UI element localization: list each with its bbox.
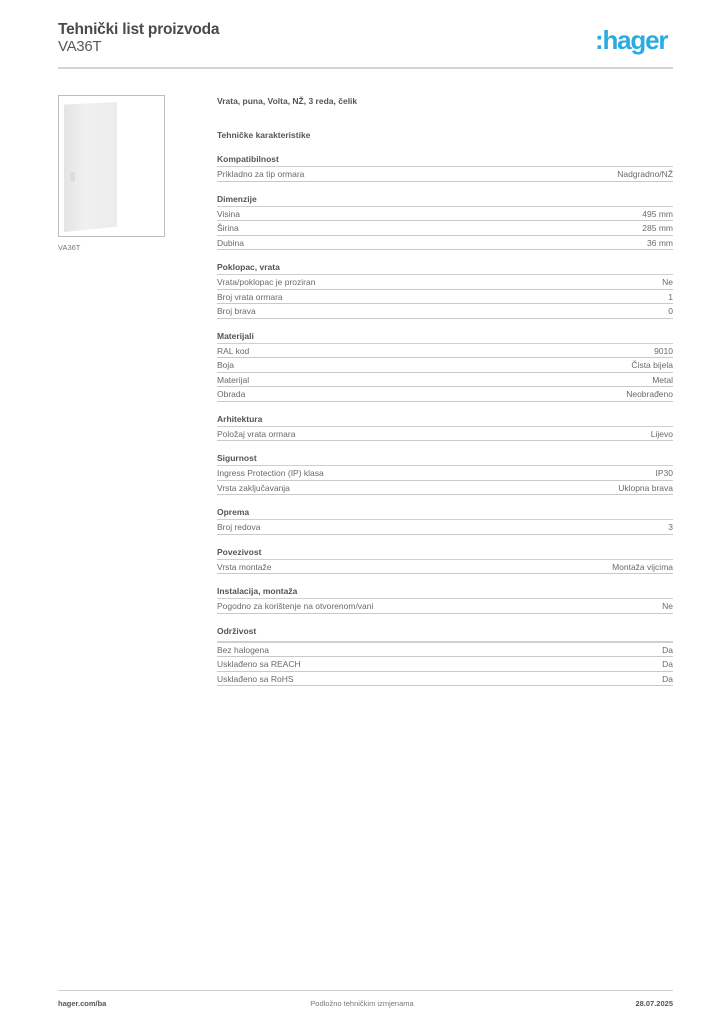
spec-row: Visina 495 mm — [217, 207, 673, 221]
spec-value: Da — [662, 659, 673, 669]
spec-label: Ingress Protection (IP) klasa — [217, 468, 324, 478]
spec-value: Da — [662, 673, 673, 684]
spec-label: Vrata/poklopac je proziran — [217, 277, 316, 287]
spec-row: Usklađeno sa REACH Da — [217, 657, 673, 672]
spec-row: Dubina 36 mm — [217, 236, 673, 250]
spec-label: Broj vrata ormara — [217, 291, 283, 302]
spec-row: Vrata/poklopac je proziran Ne — [217, 275, 673, 290]
spec-label: Vrsta montaže — [217, 561, 272, 572]
product-description: Vrata, puna, Volta, NŽ, 3 reda, čelik — [217, 96, 358, 106]
spec-row: Širina 285 mm — [217, 221, 673, 236]
spec-row: Pogodno za korištenje na otvorenom/vani N… — [217, 599, 673, 614]
spec-label: Dubina — [217, 237, 244, 248]
section-title: Instalacija, montaža — [217, 586, 673, 599]
spec-value: 285 mm — [642, 223, 673, 233]
spec-label: Visina — [217, 208, 240, 219]
section-title: Oprema — [217, 507, 673, 520]
spec-row: Usklađeno sa RoHS Da — [217, 672, 673, 686]
spec-row: Prikladno za tip ormara Nadgradno/NŽ — [217, 167, 673, 182]
spec-value: Lijevo — [650, 428, 673, 439]
spec-row: Položaj vrata ormara Lijevo — [217, 427, 673, 441]
spec-value: Da — [662, 644, 673, 655]
header-divider — [58, 67, 673, 69]
footer-notice: Podložno tehničkim izmjenama — [310, 999, 414, 1008]
spec-value: Metal — [652, 374, 673, 385]
hager-logo: :hager — [595, 25, 668, 55]
spec-label: Obrada — [217, 389, 246, 399]
section-title: Arhitektura — [217, 414, 673, 427]
section-title: Povezivost — [217, 547, 673, 560]
door-handle-icon — [70, 172, 75, 182]
spec-value: Montaža vijcima — [612, 561, 673, 572]
spec-row: Vrsta montaže Montaža vijcima — [217, 560, 673, 574]
spec-value: 495 mm — [642, 208, 673, 219]
spec-value: Uklopna brava — [618, 482, 673, 493]
spec-label: Broj redova — [217, 522, 261, 532]
spec-label: Širina — [217, 223, 239, 233]
document-title: Tehnički list proizvoda — [58, 21, 220, 38]
spec-row: Broj redova 3 — [217, 520, 673, 535]
spec-row: RAL kod 9010 — [217, 344, 673, 358]
spec-label: Materijal — [217, 374, 250, 385]
spec-label: RAL kod — [217, 345, 250, 356]
footer-date: 28.07.2025 — [635, 999, 673, 1008]
spec-value: Ne — [662, 277, 673, 287]
spec-value: Nadgradno/NŽ — [617, 169, 673, 179]
spec-label: Usklađeno sa REACH — [217, 659, 301, 669]
section-title: Materijali — [217, 331, 673, 344]
spec-value: 9010 — [654, 345, 673, 356]
spec-row: Boja Čista bijela — [217, 358, 673, 373]
spec-row: Bez halogena Da — [217, 643, 673, 657]
spec-row: Ingress Protection (IP) klasa IP30 — [217, 466, 673, 481]
spec-value: 36 mm — [647, 237, 673, 248]
spec-row: Obrada Neobrađeno — [217, 387, 673, 402]
product-image-caption: VA36T — [58, 243, 81, 252]
section-title: Sigurnost — [217, 453, 673, 466]
spec-label: Boja — [217, 360, 235, 370]
spec-row: Broj vrata ormara 1 — [217, 290, 673, 304]
product-image — [58, 95, 165, 237]
tech-specs-title: Tehničke karakteristike — [217, 130, 311, 140]
spec-row: Vrsta zaključavanja Uklopna brava — [217, 481, 673, 495]
section-title: Dimenzije — [217, 194, 673, 207]
section-title: Održivost — [217, 626, 673, 643]
spec-value: Neobrađeno — [626, 389, 673, 399]
section-title: Kompatibilnost — [217, 154, 673, 167]
spec-label: Bez halogena — [217, 644, 269, 655]
spec-label: Vrsta zaključavanja — [217, 482, 290, 493]
spec-label: Broj brava — [217, 306, 256, 316]
spec-label: Položaj vrata ormara — [217, 428, 296, 439]
spec-value: 0 — [668, 306, 673, 316]
spec-value: Ne — [662, 601, 673, 611]
spec-label: Pogodno za korištenje na otvorenom/vani — [217, 601, 374, 611]
spec-value: Čista bijela — [631, 360, 673, 370]
product-code: VA36T — [58, 38, 102, 55]
footer-website: hager.com/ba — [58, 999, 107, 1008]
spec-value: 3 — [668, 522, 673, 532]
spec-content: Vrata, puna, Volta, NŽ, 3 reda, čelik Te… — [217, 96, 673, 686]
footer-divider — [58, 990, 673, 991]
spec-row: Materijal Metal — [217, 373, 673, 387]
spec-label: Usklađeno sa RoHS — [217, 673, 294, 684]
spec-label: Prikladno za tip ormara — [217, 169, 305, 179]
spec-value: IP30 — [655, 468, 674, 478]
section-title: Poklopac, vrata — [217, 262, 673, 275]
spec-value: 1 — [668, 291, 673, 302]
spec-row: Broj brava 0 — [217, 304, 673, 319]
door-panel-illustration — [64, 102, 117, 232]
